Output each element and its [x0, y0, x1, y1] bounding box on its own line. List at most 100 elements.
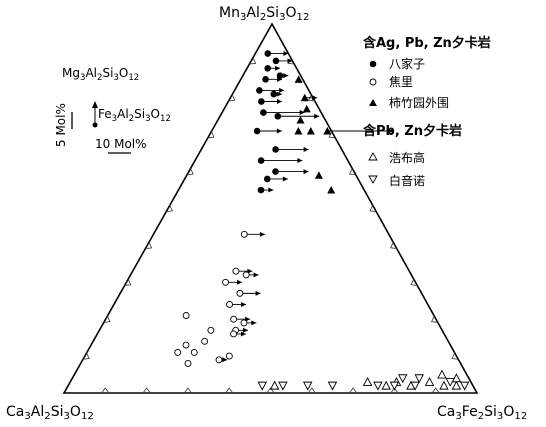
legend-marker-filled-circle — [369, 60, 377, 68]
inset-arrow-head — [92, 101, 98, 108]
point-open-triangle-down — [302, 381, 313, 391]
point-open-circle — [190, 348, 198, 356]
point-filled-triangle — [323, 127, 332, 135]
right-edge-tick — [349, 167, 357, 176]
bottom-edge-tick — [307, 387, 317, 394]
point-filled-triangle — [300, 93, 309, 102]
left-edge-tick — [227, 93, 236, 102]
fe-trend-arrowhead — [314, 113, 320, 119]
point-open-triangle-up — [381, 380, 391, 390]
inset-origin-dot — [92, 122, 98, 128]
bottom-edge-tick — [224, 387, 234, 394]
point-filled-circle — [272, 146, 279, 153]
point-filled-circle — [270, 90, 278, 98]
point-filled-circle — [260, 109, 267, 116]
point-open-triangle-down — [445, 377, 455, 387]
data-points — [174, 50, 470, 391]
point-open-triangle-down — [459, 381, 470, 391]
fe-trend-arrowhead — [283, 51, 289, 57]
point-open-circle — [201, 337, 209, 345]
point-open-circle — [222, 278, 229, 286]
point-filled-triangle — [314, 171, 323, 179]
fe-trend-arrowhead — [237, 279, 243, 285]
fe-trend-arrowhead — [277, 91, 283, 97]
point-filled-circle — [276, 72, 284, 79]
fe-trend-arrowhead — [243, 327, 249, 333]
point-open-triangle-down — [327, 381, 338, 391]
point-open-circle — [230, 330, 238, 338]
fe-trend-arrowhead — [277, 76, 283, 82]
bottom-edge-tick — [100, 387, 110, 394]
inset-scale-5-label: 5 Mol% — [54, 103, 68, 147]
composition-inset: Mg3Al2Si3O12 Fe3Al2Si3O12 5 Mol% 10 Mol% — [54, 66, 171, 154]
left-edge-tick — [82, 352, 90, 360]
fe-trend-arrowhead — [283, 73, 289, 79]
fe-trend-arrowhead — [297, 158, 303, 164]
bottom-edge-tick — [142, 387, 151, 394]
left-edge-tick — [207, 130, 215, 139]
left-edge-tick — [165, 204, 173, 213]
point-open-circle — [240, 230, 248, 238]
fe-trend-arrowhead — [287, 58, 293, 64]
fe-trend-arrowhead — [275, 65, 281, 71]
fe-trend-arrowhead — [303, 169, 309, 175]
point-filled-circle — [257, 157, 265, 164]
legend-label-haobugao: 浩布高 — [389, 150, 425, 165]
point-open-circle — [230, 315, 238, 323]
right-edge-tick — [308, 93, 316, 102]
vertex-label-top: Mn3Al2Si3O12 — [219, 5, 309, 23]
point-filled-circle — [272, 168, 279, 175]
fe-trend-arrowhead — [222, 357, 228, 363]
point-filled-triangle — [294, 127, 303, 135]
fe-trend-arrowhead — [388, 128, 394, 134]
fe-trend-arrowhead — [299, 110, 305, 116]
point-open-circle — [226, 300, 234, 308]
point-open-circle — [215, 356, 223, 364]
fe-trend-arrowhead — [255, 290, 261, 296]
point-open-circle — [232, 267, 240, 275]
point-filled-triangle — [294, 75, 303, 83]
point-filled-circle — [263, 175, 271, 183]
point-open-triangle-down — [278, 381, 288, 391]
point-filled-circle — [257, 186, 265, 194]
point-open-circle — [242, 271, 250, 279]
right-edge-tick — [287, 56, 295, 65]
point-open-circle — [182, 312, 190, 319]
fe-trend-arrowhead — [240, 331, 246, 337]
axis-ticks — [82, 56, 459, 394]
point-filled-circle — [262, 76, 269, 83]
left-edge-tick — [144, 241, 153, 250]
right-edge-tick — [390, 241, 398, 250]
bottom-edge-tick — [266, 387, 275, 394]
left-edge-tick — [248, 57, 257, 65]
inset-mg-label: Mg3Al2Si3O12 — [62, 66, 139, 83]
bottom-edge-tick — [183, 387, 193, 394]
point-open-triangle-down — [410, 381, 420, 391]
point-open-triangle-up — [362, 376, 373, 386]
fe-trend-arrowhead — [279, 87, 285, 93]
fe-trend-arrowhead — [282, 176, 288, 182]
right-edge-tick — [410, 278, 418, 286]
fe-trend-arrowhead — [245, 316, 251, 322]
point-open-circle — [182, 341, 190, 349]
point-open-triangle-up — [269, 380, 280, 390]
point-open-triangle-down — [397, 374, 408, 384]
fe-trend-arrowhead — [241, 301, 247, 307]
legend-group1-title: 含Ag, Pb, Zn夕卡岩 — [362, 35, 491, 51]
legend-marker-open-triangle-up — [368, 152, 378, 161]
bottom-edge-tick — [348, 387, 358, 394]
left-edge-tick — [186, 167, 194, 176]
legend-label-jiaoli: 焦里 — [389, 75, 413, 89]
fe-trend-arrowhead — [312, 95, 318, 101]
right-edge-tick — [431, 315, 439, 323]
legend-marker-open-circle — [369, 78, 377, 86]
fe-trend-arrowhead — [253, 272, 259, 278]
point-open-circle — [207, 326, 215, 334]
legend: 含Ag, Pb, Zn夕卡岩 八家子 焦里 柿竹园外围 含Pb, Zn夕卡岩 浩… — [362, 35, 491, 188]
point-open-triangle-down — [257, 381, 268, 391]
left-edge-tick — [123, 278, 132, 286]
point-open-circle — [240, 319, 248, 327]
fe-trend-arrowhead — [268, 187, 274, 193]
point-open-triangle-down — [389, 381, 400, 391]
